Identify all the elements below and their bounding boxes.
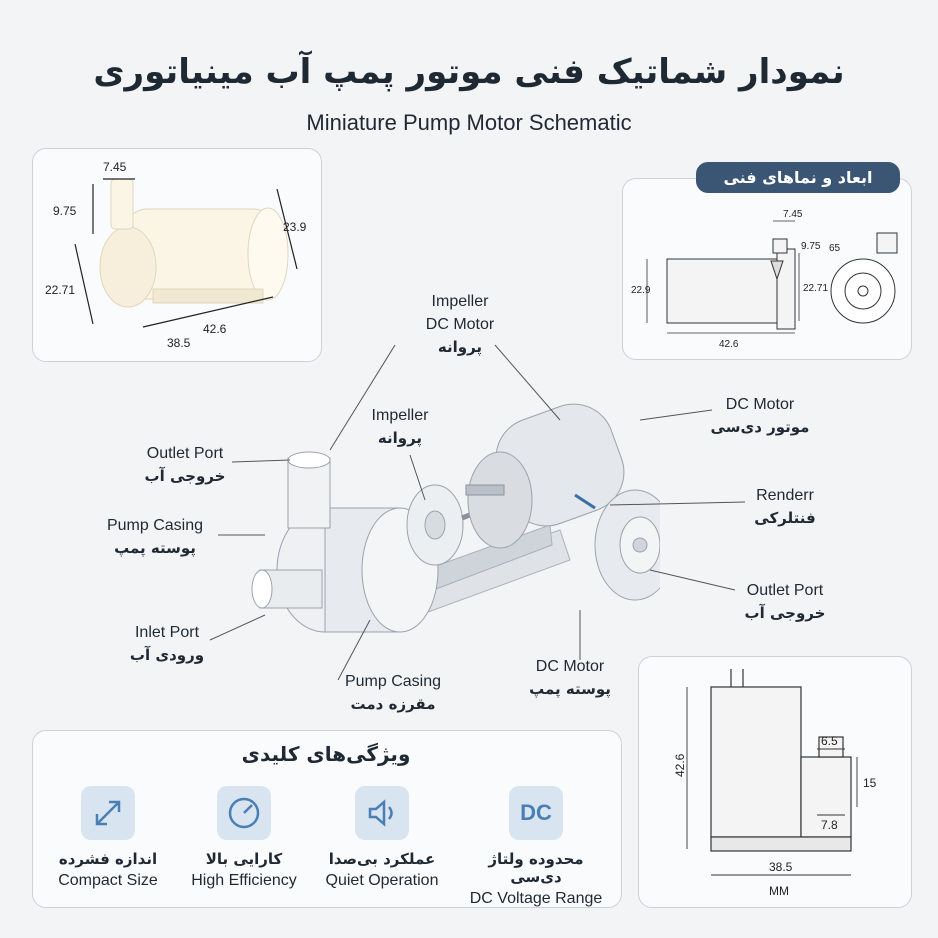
technical-views-badge: ابعاد و نماهای فنی xyxy=(696,162,900,193)
dim-38-5: 38.5 xyxy=(167,336,191,350)
dim-22-71: 22.71 xyxy=(45,283,75,297)
label-dc-motor-right: DC Motor موتور دی‌سی xyxy=(710,396,810,436)
side-unit-mm: MM xyxy=(769,884,789,898)
side-view-card: 42.6 6.5 15 7.8 38.5 MM xyxy=(638,656,912,908)
dim-7-45: 7.45 xyxy=(103,160,127,174)
view-dim-9-75: 9.75 xyxy=(801,241,821,252)
view-dim-22-9: 22.9 xyxy=(631,285,651,296)
label-outlet-port-right: Outlet Port خروجی آب xyxy=(744,582,826,622)
photo-dimension-card: 7.45 9.75 23.9 22.71 42.6 38.5 xyxy=(32,148,322,362)
feature-dc-voltage-range: DC محدوده ولتاژ دی‌سی DC Voltage Range xyxy=(464,786,608,908)
dim-23-9: 23.9 xyxy=(283,220,307,234)
feature-quiet-operation: عملکرد بی‌صدا Quiet Operation xyxy=(314,786,450,890)
label-outlet-port-left: Outlet Port خروجی آب xyxy=(144,445,226,485)
speaker-icon xyxy=(355,786,409,840)
technical-drawing: 7.45 9.75 22.71 22.9 42.6 65 xyxy=(631,209,898,350)
technical-views-card: 7.45 9.75 22.71 22.9 42.6 65 xyxy=(622,178,912,360)
dim-42-6: 42.6 xyxy=(203,322,227,336)
side-dim-38-5: 38.5 xyxy=(769,860,793,874)
view-dim-65: 65 xyxy=(829,243,841,254)
label-impeller-top: Impeller DC Motor پروانه xyxy=(425,293,495,356)
label-pump-casing-bottom: Pump Casing مقرزه دمت xyxy=(344,673,442,713)
label-dc-motor-bottom: DC Motor پوسته پمپ xyxy=(529,658,611,698)
view-dim-42-6: 42.6 xyxy=(719,339,739,350)
side-dim-42-6: 42.6 xyxy=(673,753,687,777)
side-dim-15: 15 xyxy=(863,776,877,790)
expand-arrows-icon xyxy=(81,786,135,840)
dc-text-icon: DC xyxy=(509,786,563,840)
features-title: ویژگی‌های کلیدی xyxy=(241,742,411,766)
gauge-icon xyxy=(217,786,271,840)
pump-photo-illustration: 7.45 9.75 23.9 22.71 42.6 38.5 xyxy=(45,160,307,350)
side-dim-6-5: 6.5 xyxy=(821,734,838,748)
view-dim-7-45: 7.45 xyxy=(783,209,803,220)
title-persian: نمودار شماتیک فنی موتور پمپ آب مینیاتوری xyxy=(93,52,845,92)
feature-compact-size: اندازه فشرده Compact Size xyxy=(40,786,176,890)
label-pump-casing-left: Pump Casing پوسته پمپ xyxy=(106,517,204,557)
dim-9-75: 9.75 xyxy=(53,204,77,218)
label-renderr: Renderr فنتلرکی xyxy=(754,487,816,527)
side-dim-7-8: 7.8 xyxy=(821,818,838,832)
side-view-drawing: 42.6 6.5 15 7.8 38.5 MM xyxy=(673,669,877,898)
title-english: Miniature Pump Motor Schematic xyxy=(306,110,632,135)
label-impeller-mid: Impeller پروانه xyxy=(371,407,429,447)
feature-high-efficiency: کارایی بالا High Efficiency xyxy=(176,786,312,890)
label-inlet-port: Inlet Port ورودی آب xyxy=(129,624,205,664)
exploded-pump-illustration xyxy=(251,403,660,633)
view-dim-22-71: 22.71 xyxy=(803,283,828,294)
